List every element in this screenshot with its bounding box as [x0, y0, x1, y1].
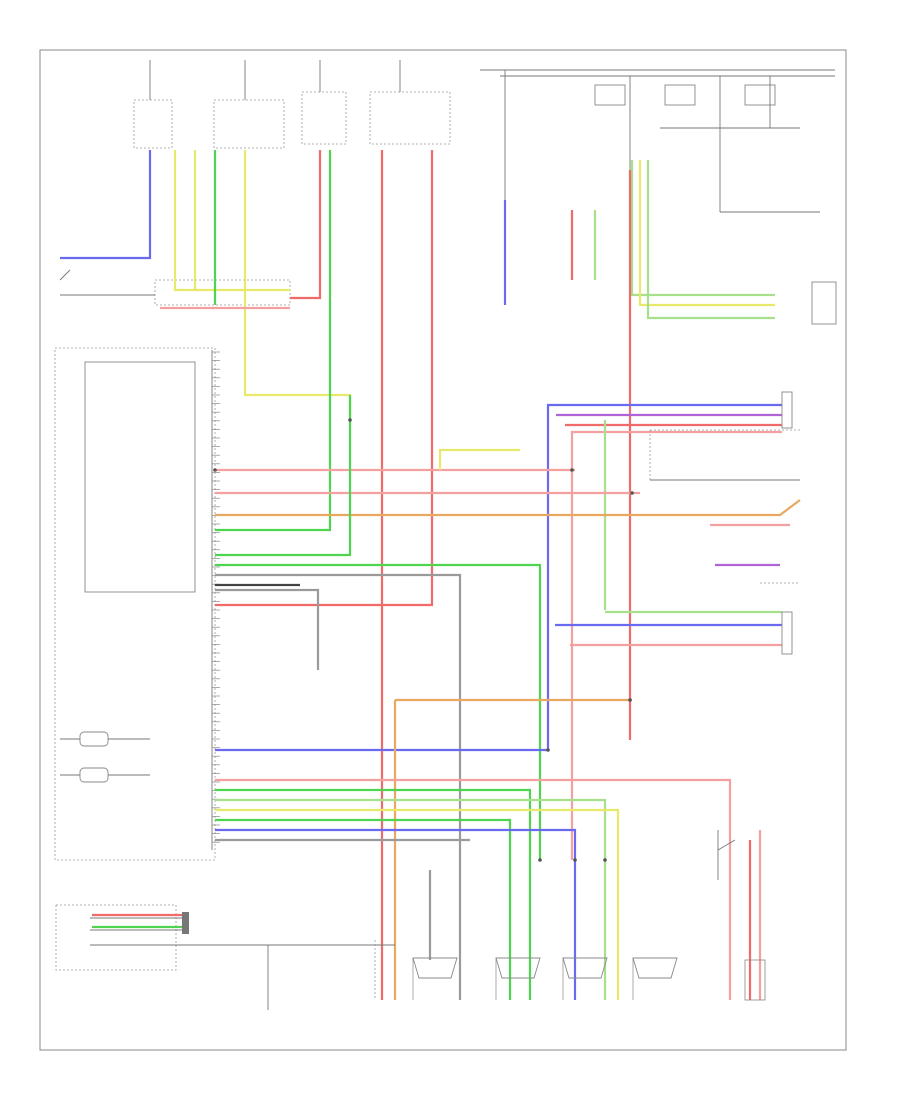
wheel-speed-sensor [495, 957, 541, 979]
wheel-speed-sensor [632, 957, 678, 979]
wire-lightgreen [630, 160, 775, 297]
junction-dot [573, 858, 577, 862]
brake-switch-contact [717, 839, 736, 851]
wire-green [215, 563, 542, 860]
relay-box-2 [213, 99, 285, 149]
wheel-speed-sensor [412, 957, 458, 979]
wires [60, 150, 801, 1000]
wire-yellow [215, 808, 620, 1000]
ecu-outline [54, 347, 216, 861]
ecu-resistor [79, 731, 109, 747]
dlc-box [55, 904, 177, 971]
junction-dot [213, 468, 217, 472]
top-components [133, 60, 835, 300]
wire-lightgreen [646, 160, 775, 320]
relay-box-1 [133, 99, 173, 149]
wire-yellow [638, 160, 775, 307]
ecu-resistor-2 [79, 767, 109, 783]
wire-red [215, 150, 434, 607]
wire-green [215, 818, 512, 1000]
wire-pink [570, 430, 782, 860]
dlc-connector [182, 912, 189, 934]
wire-blue [60, 150, 152, 260]
wire-gray [215, 588, 320, 670]
wheel-speed-sensor [562, 957, 608, 979]
connector-top-right [811, 281, 837, 325]
junction-dot [348, 418, 352, 422]
switch-contact [59, 269, 71, 281]
wire-yellow [438, 448, 520, 470]
junction-dot [603, 858, 607, 862]
connector-lower-right [781, 611, 793, 655]
wire-yellow [173, 150, 290, 292]
relay-box-4 [369, 91, 451, 145]
fuse-box-2 [664, 84, 696, 106]
ecu-inner [84, 361, 196, 593]
ecu-block [54, 347, 220, 861]
junction-dot [570, 468, 574, 472]
connector-mid-right [781, 391, 793, 429]
junction-dot [538, 858, 542, 862]
wire-green [215, 150, 332, 532]
fuse-box [594, 84, 626, 106]
brake-switch-connector [744, 959, 766, 1001]
right-connectors [649, 281, 837, 655]
wire-gray [215, 573, 462, 1000]
wire-lightgreen [215, 798, 607, 1000]
diagram-frame [39, 49, 847, 1051]
wire-green [215, 788, 532, 1000]
junction-dot [546, 748, 550, 752]
wire-blue [215, 828, 577, 1000]
relay-box-3 [301, 91, 347, 145]
fuse-box-3 [744, 84, 776, 106]
stop-light-switch [59, 269, 291, 306]
ecu-pin-ticks [212, 351, 220, 843]
bottom-left-connector [55, 904, 395, 1010]
wire-orange [215, 499, 801, 517]
wire-yellow [243, 150, 352, 420]
wire-blue [546, 403, 782, 750]
wire-green [215, 395, 352, 557]
brake-switch [717, 830, 736, 880]
junction-dot [630, 491, 634, 495]
wheel-sensors [412, 957, 766, 1001]
junction-dot [628, 698, 632, 702]
wire-red [290, 150, 322, 300]
wire-pink [215, 778, 732, 1000]
